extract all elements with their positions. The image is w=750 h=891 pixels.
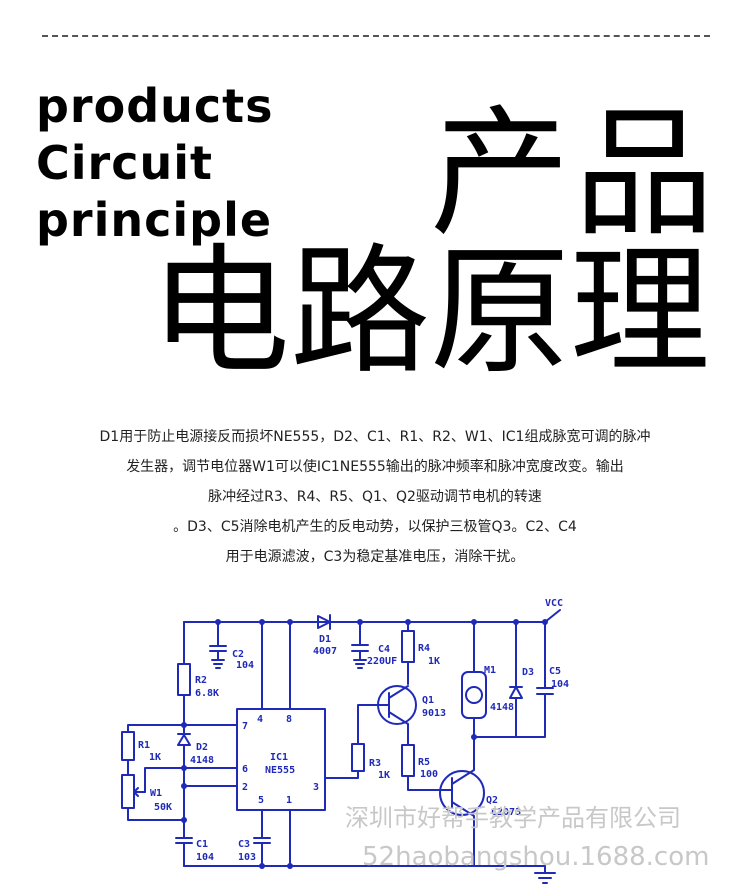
english-title: products Circuit principle [36,78,274,249]
ic1-pin-4: 4 [257,714,263,725]
r3-value: 1K [378,770,390,781]
ic1-pin-8: 8 [286,714,292,725]
d3-value: 4148 [490,702,514,713]
c3-label: C3 [238,839,250,850]
circuit-schematic: VCC D1 4007 C4 220UF C2 104 R2 6.8K R4 1… [121,598,569,884]
r1-label: R1 [138,740,150,751]
ic1-power-pins [261,621,291,710]
w1-wiper [133,787,146,797]
r3-resistor [351,743,365,772]
c1-wire [175,785,193,867]
m1-label: M1 [484,665,496,676]
d2-value: 4148 [190,755,214,766]
r5-label: R5 [418,757,430,768]
d3-wire [473,621,523,738]
description-line-5: 用于电源滤波，C3为稳定基准电压，消除干扰。 [225,549,525,565]
w1-label: W1 [150,788,162,799]
c5-value: 104 [551,679,569,690]
ic1-ground-pins [253,809,291,867]
r1-value: 1K [149,752,161,763]
ground-symbol [534,865,556,884]
q2-label: Q2 [486,795,498,806]
c2-label: C2 [232,649,244,660]
ic1-box [236,708,326,811]
r4-label: R4 [418,643,430,654]
ic1-name: IC1 [270,752,288,763]
top-rail-wire [183,609,561,623]
r3-label: R3 [369,758,381,769]
r5-resistor [401,744,415,777]
ic1-pin-6: 6 [242,764,248,775]
watermark-url: 52haobangshou.1688.com [362,842,710,872]
chinese-title-circuit-principle: 电路原理 [150,231,711,394]
r1-w1-wire [127,724,185,821]
q2-transistor-leads [439,736,475,867]
r4-value: 1K [428,656,440,667]
r2-value: 6.8K [195,688,219,699]
description-line-4: 。D3、C5消除电机产生的反电动势，以保护三极管Q3。C2、C4 [173,519,577,535]
d1-value: 4007 [313,646,337,657]
c2-value: 104 [236,660,254,671]
c5-label: C5 [549,666,561,677]
english-title-line-1: products [36,79,274,133]
d1-diode-symbol [317,614,331,630]
c4-value: 220UF [367,656,397,667]
c4-label: C4 [378,644,390,655]
description-line-2: 发生器，调节电位器W1可以使IC1NE555输出的脉冲频率和脉冲宽度改变。输出 [126,459,624,475]
ic1-pin-5: 5 [258,795,264,806]
c3-value: 103 [238,852,256,863]
d2-label: D2 [196,742,208,753]
m1-motor-body [461,671,487,719]
english-title-line-3: principle [36,193,273,247]
chinese-title-products: 产品 [430,93,719,256]
q2-value: C2073 [491,807,521,818]
w1-value: 50K [154,802,172,813]
circuit-description: D1用于防止电源接反而损坏NE555，D2、C1、R1、R2、W1、IC1组成脉… [40,422,710,572]
d2-diode-symbol [177,719,191,769]
w1-potentiometer [121,774,135,809]
r4-resistor [401,630,415,663]
description-line-3: 脉冲经过R3、R4、R5、Q1、Q2驱动调节电机的转速 [208,489,542,505]
c2-wire [209,621,227,669]
ic1-pin-2: 2 [242,782,248,793]
r1-resistor [121,731,135,761]
top-dashed-divider [42,35,710,37]
r5-value: 100 [420,769,438,780]
c4-wire [351,621,369,669]
c1-label: C1 [196,839,208,850]
d3-label: D3 [522,667,534,678]
pin6-pin2-wire [183,767,238,787]
d1-label: D1 [319,634,331,645]
r3-to-q1-wire [357,704,379,745]
ic1-value: NE555 [265,765,295,776]
q1-value: 9013 [422,708,446,719]
r5-wire [407,723,441,791]
vcc-label: VCC [545,598,563,609]
c5-wire [515,621,554,738]
q1-label: Q1 [422,695,434,706]
c1-value: 104 [196,852,214,863]
pin3-output-wire [324,770,359,779]
watermark-company: 深圳市好帮手教学产品有限公司 [345,804,681,832]
r2-label: R2 [195,675,207,686]
junction-dots [181,619,548,869]
description-line-1: D1用于防止电源接反而损坏NE555，D2、C1、R1、R2、W1、IC1组成脉… [99,429,651,445]
ic1-pin-1: 1 [286,795,292,806]
q1-transistor-leads [377,685,409,725]
r2-resistor [177,663,191,696]
m1-motor-rotor [465,686,483,704]
q2-transistor-body [439,770,485,816]
ic1-pin-7: 7 [242,721,248,732]
w1-wiper-link [144,767,185,793]
ic1-pin-3: 3 [313,782,319,793]
english-title-line-2: Circuit [36,136,213,190]
